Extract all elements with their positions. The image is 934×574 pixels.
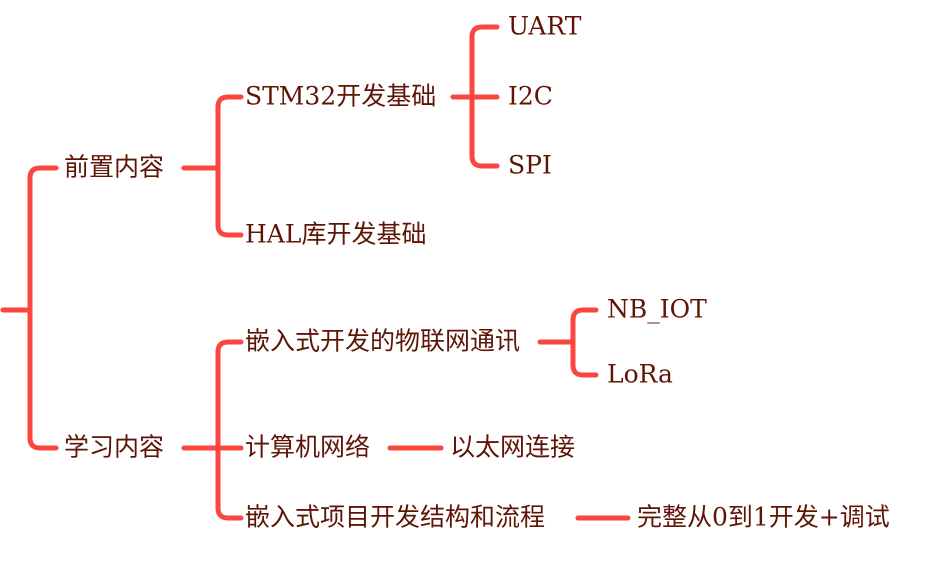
node-learning-content[interactable]: 学习内容 (64, 432, 165, 462)
node-i2c[interactable]: I2C (508, 81, 553, 111)
node-hal-lib-basics[interactable]: HAL库开发基础 (245, 219, 427, 249)
node-stm32-dev-basics[interactable]: STM32开发基础 (245, 81, 437, 111)
node-spi[interactable]: SPI (508, 150, 552, 180)
node-prerequisite-content[interactable]: 前置内容 (64, 152, 165, 182)
connector-iot-bracket (570, 307, 599, 378)
node-ethernet-connection[interactable]: 以太网连接 (450, 432, 576, 462)
node-embedded-project-structure[interactable]: 嵌入式项目开发结构和流程 (245, 502, 546, 532)
node-full-dev-debug[interactable]: 完整从0到1开发+调试 (637, 502, 890, 532)
connector-learning-bracket (215, 339, 244, 521)
connector-prerequisite-bracket (215, 94, 244, 238)
node-computer-network[interactable]: 计算机网络 (245, 432, 371, 462)
node-embedded-iot-comm[interactable]: 嵌入式开发的物联网通讯 (245, 326, 521, 356)
node-lora[interactable]: LoRa (607, 359, 673, 389)
connector-stm32-bracket (469, 24, 500, 169)
connector-root-bracket (27, 165, 59, 451)
node-nb-iot[interactable]: NB_IOT (607, 294, 707, 324)
node-uart[interactable]: UART (508, 11, 582, 41)
